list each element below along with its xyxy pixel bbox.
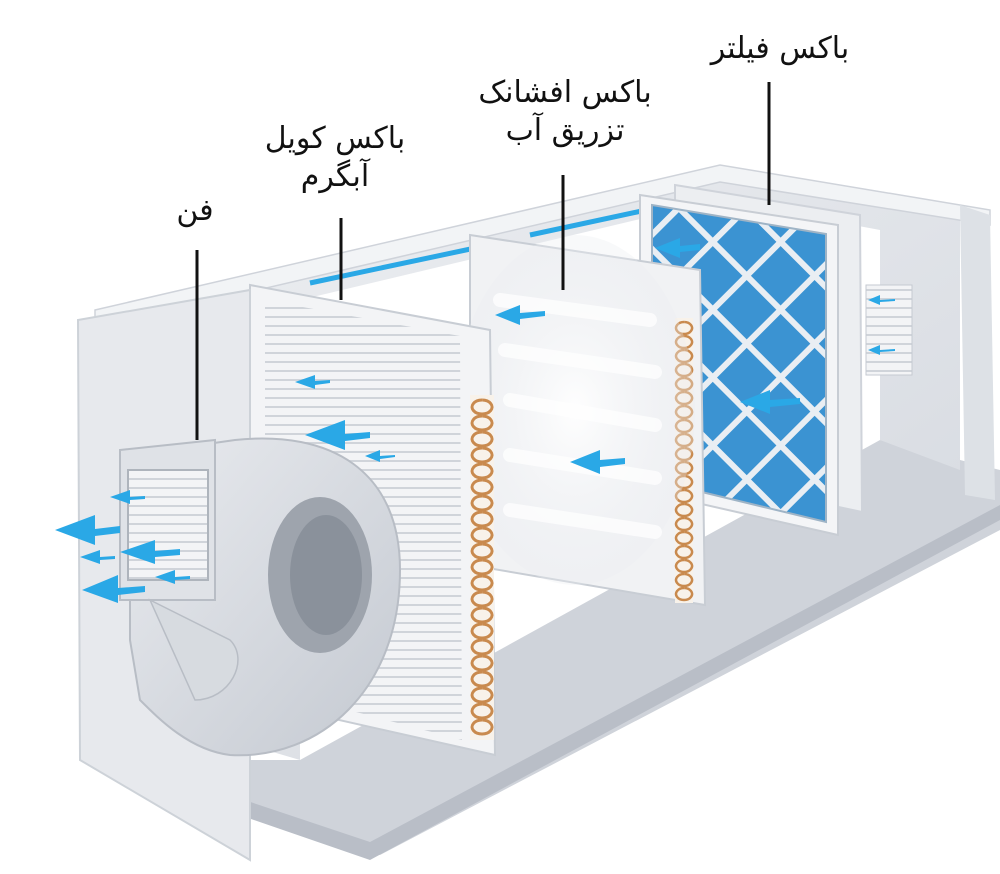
top-blue-line-1 [309,244,481,286]
label-nozzle-box: باکس افشانک تزریق آب [445,74,685,150]
label-fan: فن [150,192,240,230]
top-blue-line-2 [529,204,661,238]
label-filter-box: باکس فیلتر [680,30,880,68]
casing-floor [90,440,1000,855]
coil-copper-turns [470,398,494,736]
label-filter-box-text: باکس فیلتر [710,31,850,66]
label-nozzle-box-line2: تزریق آب [505,113,625,148]
label-coil-box-line1: باکس کویل [264,121,406,156]
label-hot-water-coil-box: باکس کویل آبگرم [225,120,445,196]
label-coil-box-line2: آبگرم [300,159,370,194]
label-fan-text: فن [176,193,214,228]
casing-right-end [960,205,995,500]
arrow-left-icon [55,238,895,603]
fan-outlet-louver [127,469,209,581]
label-nozzle-box-line1: باکس افشانک [478,75,652,110]
